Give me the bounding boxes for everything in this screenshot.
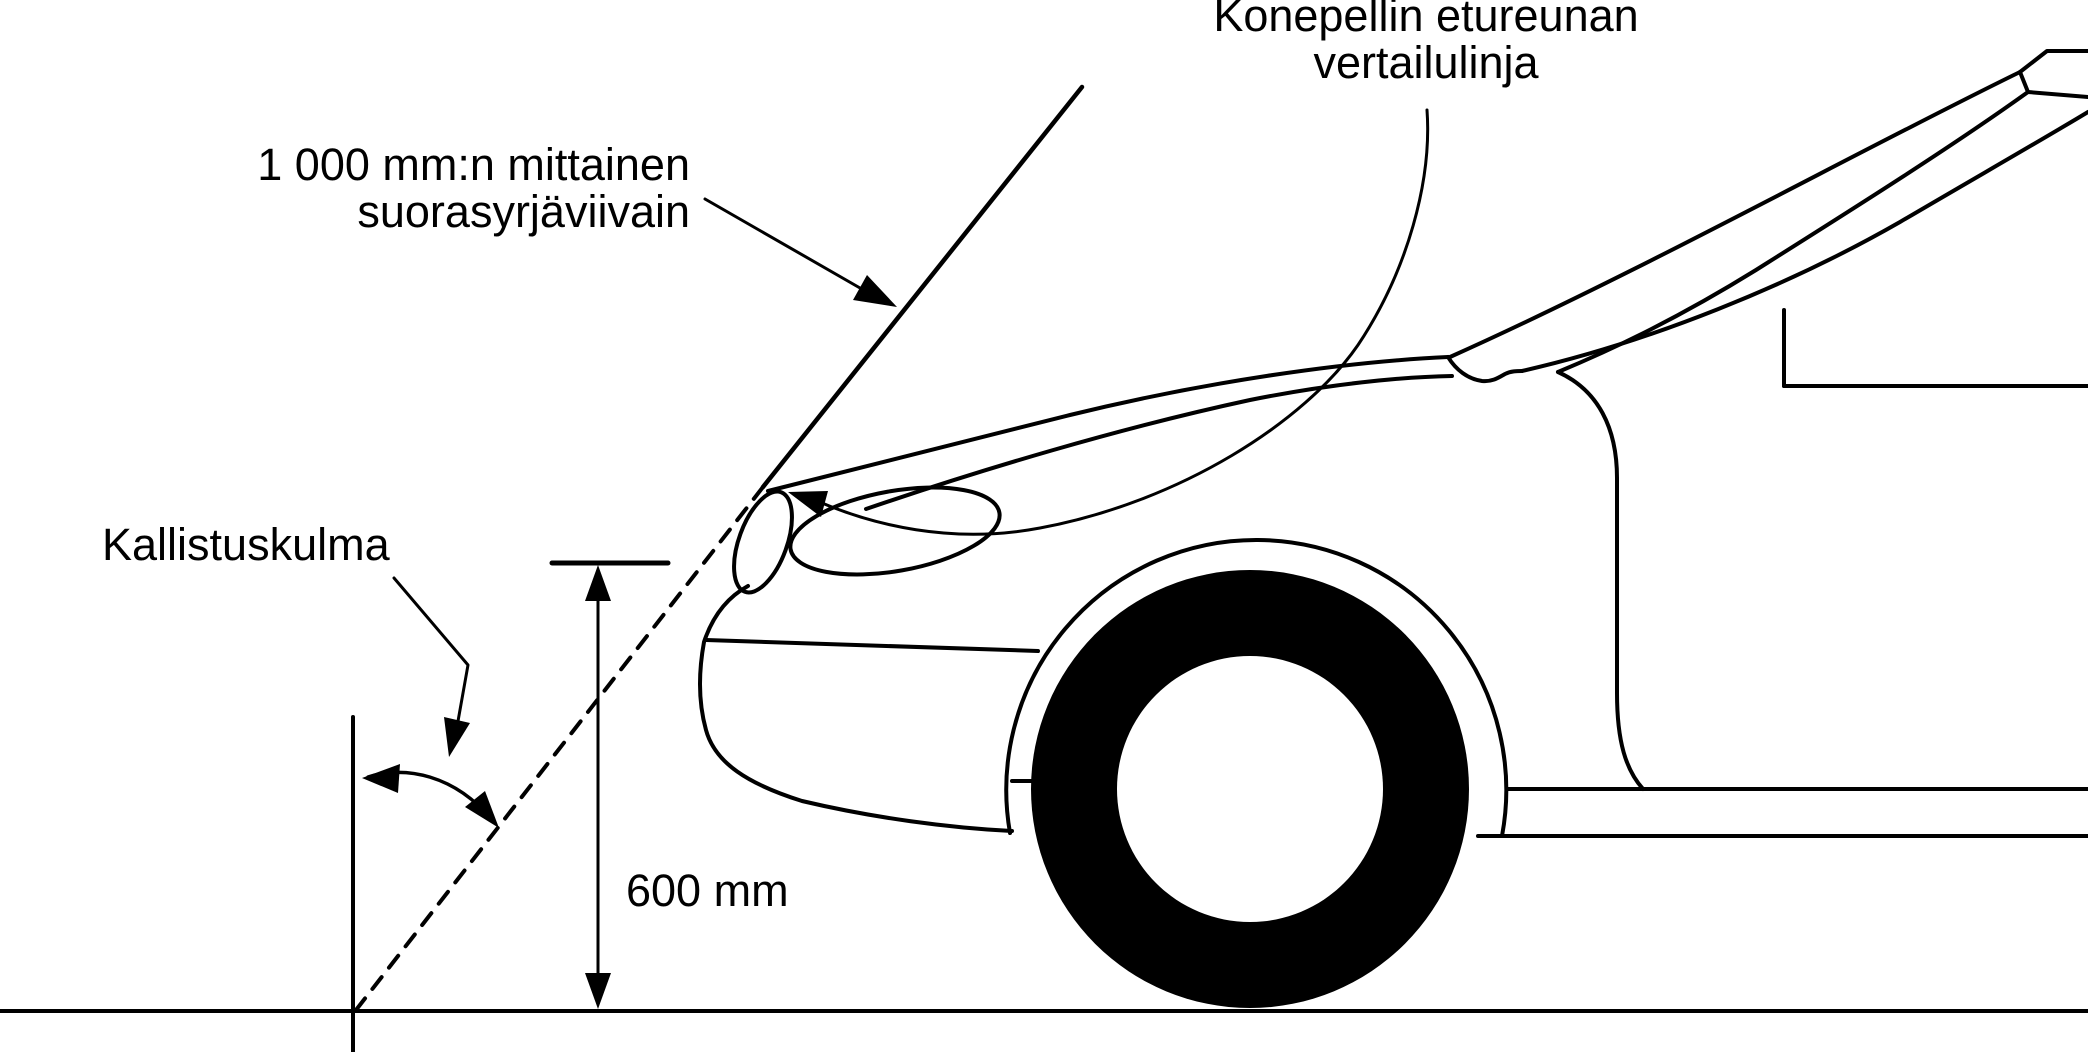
tilt-angle-label: Kallistuskulma [102, 519, 390, 570]
arrow-left-icon [362, 764, 400, 793]
front-wheel [1031, 570, 1469, 1008]
arrow-down-right-icon [465, 791, 499, 828]
leader-line [392, 576, 470, 740]
arrowhead-icon [853, 275, 897, 307]
hood-reference-line-label: Konepellin etureunan vertailulinja [1213, 0, 1639, 88]
arrow-down-icon [585, 973, 611, 1009]
roof-drip-line [2026, 90, 2088, 99]
straightedge-leader [703, 197, 897, 307]
headlight-ellipse [788, 485, 1002, 577]
hood-reference-leader [788, 108, 1430, 536]
pillar-roof-notch [2018, 70, 2030, 94]
straightedge-line [760, 84, 1085, 490]
door-front-edge [1556, 370, 1645, 791]
corner-light-ellipse [732, 489, 794, 595]
tilt-angle-arc [362, 764, 499, 828]
cowl-wiper-line [1446, 355, 1524, 384]
leader-line [703, 197, 862, 290]
a-pillar-inner-edge [1556, 90, 2030, 374]
car-outline [698, 49, 2088, 838]
leader-curve [820, 108, 1430, 536]
straightedge-dashed-extension [354, 485, 765, 1012]
straightedge-label: 1 000 mm:n mittainen suorasyrjäviivain [257, 139, 690, 237]
height-dimension-label: 600 mm [626, 865, 789, 916]
hood-edge-line [766, 355, 1450, 493]
tilt-angle-leader [392, 576, 470, 757]
arrowhead-icon [444, 717, 470, 757]
arrow-up-icon [585, 565, 611, 601]
fender-top-line [864, 374, 1454, 511]
bumper-crease-line [704, 638, 1040, 653]
arrowhead-icon [788, 491, 828, 517]
wheel-arch [1004, 538, 1509, 838]
windshield-glass-line [1520, 110, 2088, 373]
roof-edge [2018, 49, 2088, 74]
a-pillar-outer-edge [1448, 70, 2022, 359]
height-dimension [549, 560, 671, 1009]
wheel-hub [1117, 656, 1383, 922]
front-bumper-profile [698, 584, 1014, 833]
